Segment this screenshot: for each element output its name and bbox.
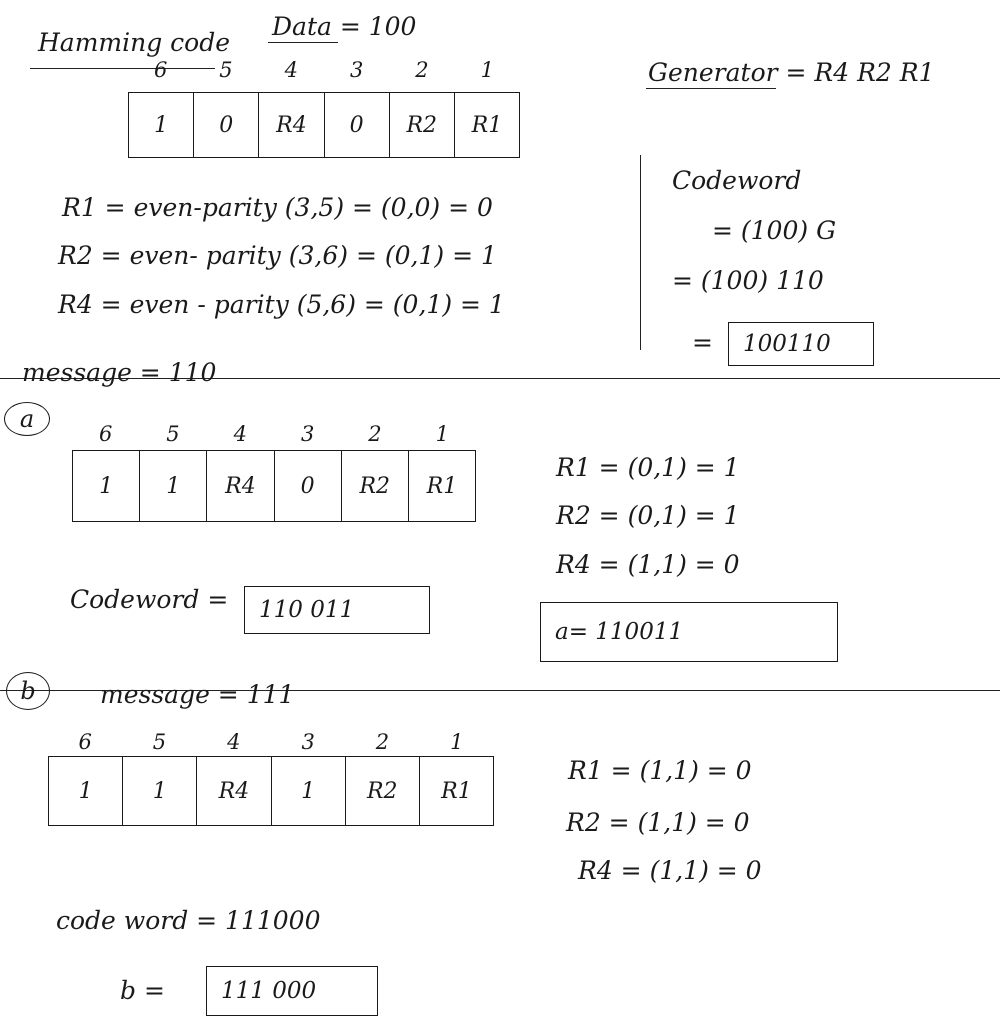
parity-equation: R4 = (1,1) = 0 (556, 550, 740, 579)
section-divider (0, 690, 1000, 691)
parity-equation: R1 = (0,1) = 1 (556, 453, 740, 482)
codeword-step: = (692, 328, 713, 357)
position-label: 1 (480, 58, 494, 82)
position-label: 4 (284, 58, 298, 82)
heading-hamming-code: Hamming code (38, 28, 231, 57)
parity-equation: R4 = (1,1) = 0 (578, 856, 762, 885)
position-label: 6 (153, 58, 168, 82)
position-label: 5 (152, 730, 167, 754)
section-divider (0, 378, 1000, 379)
position-label: 5 (219, 58, 233, 82)
bit-cell: 1 (123, 757, 198, 825)
generator-underline (646, 88, 776, 89)
heading-underline (30, 68, 215, 69)
codeword-label: Codeword (672, 166, 802, 195)
position-label: 2 (368, 422, 382, 446)
codeword-a-box: 110 011 (244, 586, 430, 634)
bit-cell: R1 (471, 112, 503, 138)
a-position-row: 6 5 4 3 2 1 (72, 422, 476, 446)
answer-b-label: b = (120, 976, 165, 1005)
bit-cell: R2 (346, 757, 420, 825)
position-label: 6 (78, 730, 92, 754)
position-label: 2 (375, 730, 390, 754)
message-b: message = 111 (100, 680, 295, 709)
parity-equation: R2 = (0,1) = 1 (556, 501, 740, 530)
part-b-circle: b (6, 672, 50, 710)
parity-equation: R2 = (1,1) = 0 (566, 808, 750, 837)
parity-equation: R1 = (1,1) = 0 (568, 756, 752, 785)
part-a-circle: a (4, 402, 50, 436)
position-label: 2 (415, 58, 429, 82)
b-position-row: 6 5 4 3 2 1 (48, 730, 494, 754)
bit-cell: 1 (129, 93, 195, 157)
position-label: 5 (166, 422, 180, 446)
b-bit-table: 1 1 R4 1 R2 R1 (48, 756, 494, 826)
bit-cell: 0 (275, 451, 342, 521)
answer-a-box: a= 110011 (540, 602, 838, 662)
parity-equation: R4 = even - parity (5,6) = (0,1) = 1 (58, 290, 505, 319)
generator-line: Generator = R4 R2 R1 (648, 58, 935, 87)
codeword-step: = (100) G (712, 216, 837, 245)
position-label: 1 (450, 730, 464, 754)
position-label: 3 (300, 422, 315, 446)
bit-cell: R4 (197, 757, 272, 825)
bit-cell: 1 (140, 451, 208, 521)
top-bit-table: 1 0 R4 0 R2 R1 (128, 92, 520, 158)
position-label: 3 (349, 58, 364, 82)
answer-b-box: 111 000 (206, 966, 378, 1016)
codeword-b-line: code word = 111000 (56, 906, 321, 935)
parity-equation: R1 = even-parity (3,5) = (0,0) = 0 (62, 193, 493, 222)
parity-equation: R2 = even- parity (3,6) = (0,1) = 1 (58, 241, 497, 270)
codeword-a-label: Codeword = (70, 585, 229, 614)
vertical-divider (640, 155, 641, 350)
position-label: 4 (227, 730, 241, 754)
bit-cell: R4 (259, 93, 325, 157)
bit-cell: 1 (73, 451, 141, 521)
bit-cell: R2 (390, 93, 455, 157)
position-label: 4 (233, 422, 247, 446)
bit-cell: R1 (441, 778, 472, 804)
data-underline (268, 42, 338, 43)
data-value: Data = 100 (272, 12, 417, 41)
a-bit-table: 1 1 R4 0 R2 R1 (72, 450, 476, 522)
position-label: 6 (98, 422, 113, 446)
bit-cell: R4 (207, 451, 275, 521)
bit-cell: 0 (194, 93, 260, 157)
bit-cell: 0 (325, 93, 390, 157)
codeword-result-box: 100110 (728, 322, 874, 366)
bit-cell: 1 (272, 757, 346, 825)
bit-cell: R1 (426, 473, 458, 499)
bit-cell: 1 (49, 757, 124, 825)
bit-cell: R2 (342, 451, 409, 521)
top-position-row: 6 5 4 3 2 1 (128, 58, 520, 82)
position-label: 1 (435, 422, 449, 446)
position-label: 3 (301, 730, 315, 754)
message-a: message = 110 (22, 358, 217, 387)
codeword-step: = (100) 110 (672, 266, 824, 295)
